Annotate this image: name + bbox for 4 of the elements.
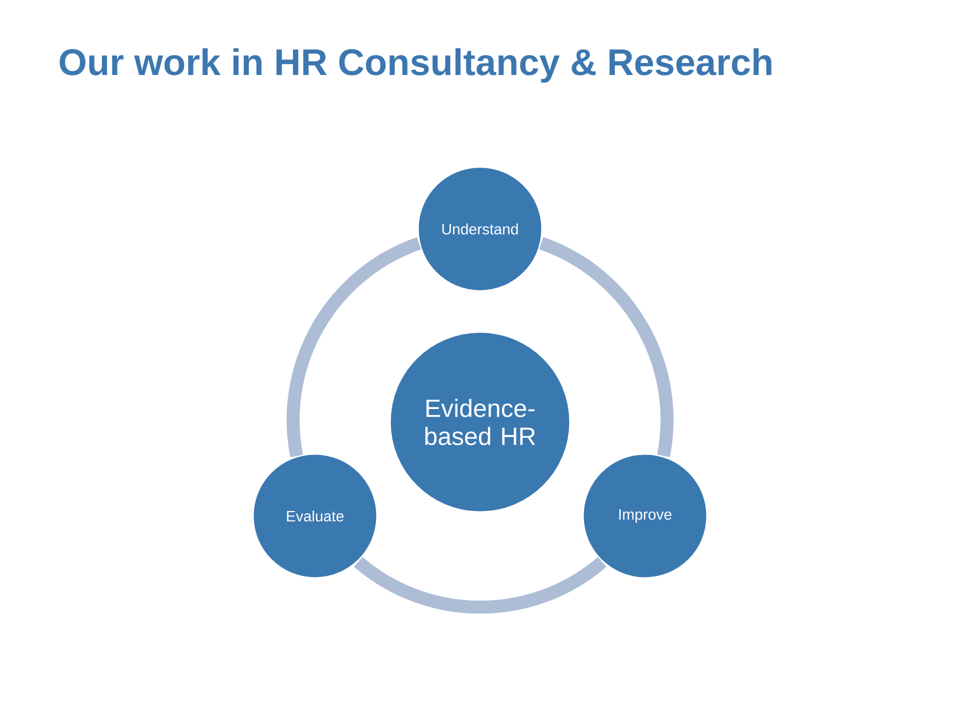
title: Our work in HR Consultancy & Research <box>60 48 772 83</box>
ring-arc <box>538 237 674 457</box>
ring-arc <box>354 556 606 614</box>
ring-arc <box>286 237 422 457</box>
